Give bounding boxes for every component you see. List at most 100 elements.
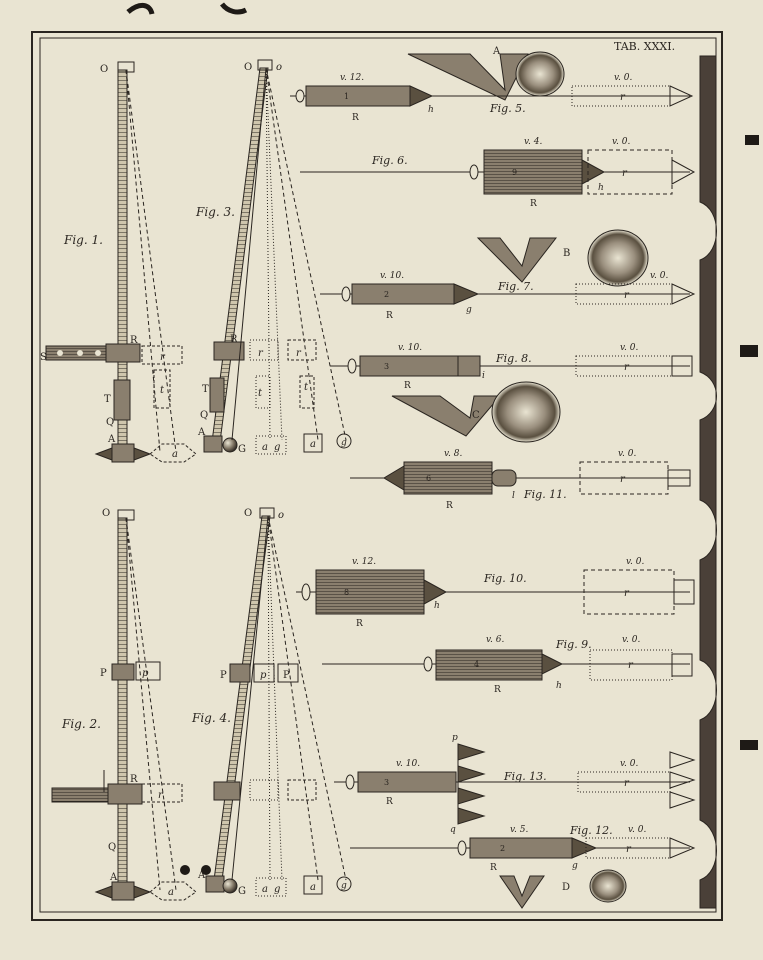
label-P: P [283, 670, 290, 681]
label-G: G [238, 444, 246, 455]
wave-label-C: C [472, 410, 480, 421]
fig-1-apparatus [45, 61, 197, 463]
label-r: r [624, 778, 630, 789]
label-r: r [620, 474, 626, 485]
fig-2-apparatus [51, 509, 211, 901]
binding-mark [745, 135, 759, 145]
label-A: A [197, 870, 206, 881]
cylinder-number: 8 [344, 588, 349, 597]
label-g: g [274, 884, 280, 895]
label-r: r [626, 844, 632, 855]
fig-9-cylinder [322, 649, 693, 681]
fig-12-cylinder [350, 837, 696, 859]
fig-9-label: Fig. 9. [555, 638, 592, 651]
label-t: t [304, 382, 309, 393]
label-r: r [624, 290, 630, 301]
cylinder-number: 9 [512, 168, 517, 177]
end-letter: q [450, 825, 456, 835]
label-O: O [244, 508, 252, 519]
fig-8-label: Fig. 8. [495, 352, 532, 365]
label-R: R [530, 199, 537, 209]
label-r: r [160, 352, 166, 363]
binding-mark [740, 740, 758, 750]
fig-5-label: Fig. 5. [489, 102, 526, 115]
label-R: R [386, 311, 393, 321]
label-p: p [260, 670, 267, 681]
label-A: A [109, 872, 118, 883]
velocity-label: v. 0. [622, 635, 640, 645]
cylinder-number: 2 [384, 290, 389, 299]
velocity-label: v. 0. [612, 137, 630, 147]
binding-mark [740, 345, 758, 357]
label-p: p [142, 668, 149, 679]
label-r: r [624, 588, 630, 599]
label-o: o [278, 510, 284, 521]
label-R: R [490, 863, 497, 873]
label-O: O [102, 508, 110, 519]
label-T: T [104, 394, 111, 405]
end-letter: h [428, 105, 434, 115]
label-R: R [446, 501, 453, 511]
fig-2-label: Fig. 2. [61, 717, 101, 731]
end-letter: i [482, 371, 485, 381]
wave-label-B: B [563, 248, 570, 259]
fig-10-label: Fig. 10. [483, 572, 527, 585]
label-a: a [262, 884, 268, 895]
label-R: R [356, 619, 363, 629]
fig-1-label: Fig. 1. [63, 233, 103, 247]
end-letter: h [556, 681, 562, 691]
label-r: r [258, 348, 264, 359]
velocity-label: v. 12. [340, 73, 364, 83]
velocity-label: v. 0. [614, 73, 632, 83]
label-a: a [310, 882, 316, 893]
plate-outer-frame [31, 31, 723, 921]
velocity-label: v. 0. [620, 343, 638, 353]
end-letter: p [452, 733, 458, 743]
label-a: a [172, 449, 178, 460]
velocity-label: v. 0. [628, 825, 646, 835]
label-Q: Q [106, 417, 114, 428]
end-letter: h [598, 183, 604, 193]
label-Q: Q [200, 410, 208, 421]
fig-6-cylinder [300, 149, 696, 195]
end-letter: g [466, 305, 472, 315]
fig-3-apparatus [203, 59, 352, 455]
fig-12-label: Fig. 12. [569, 824, 613, 837]
label-R: R [230, 334, 238, 345]
label-O: O [100, 64, 108, 75]
label-o: o [276, 62, 282, 73]
fig-5-cylinder [290, 85, 694, 107]
fig-13-label: Fig. 13. [503, 770, 547, 783]
label-Q: Q [108, 842, 116, 853]
velocity-label: v. 4. [524, 137, 542, 147]
label-A: A [197, 427, 206, 438]
label-r: r [296, 348, 302, 359]
fig-11-cylinder [350, 461, 691, 495]
thumb-tab-strip [699, 55, 717, 909]
velocity-label: v. 12. [352, 557, 376, 567]
velocity-label: v. 0. [618, 449, 636, 459]
label-r: r [620, 92, 626, 103]
label-g: g [274, 442, 280, 453]
cylinder-number: 3 [384, 778, 389, 787]
label-R: R [130, 774, 138, 785]
wave-diagram-C [391, 381, 561, 443]
velocity-label: v. 0. [626, 557, 644, 567]
label-a: a [310, 439, 316, 450]
velocity-label: v. 10. [398, 343, 422, 353]
label-r: r [628, 660, 634, 671]
plate-title: TAB. XXXI. [614, 40, 675, 53]
velocity-label: v. 10. [396, 759, 420, 769]
fig-10-cylinder [296, 569, 695, 615]
label-R: R [494, 685, 501, 695]
binding-mark [126, 2, 248, 15]
velocity-label: v. 8. [444, 449, 462, 459]
fig-7-cylinder [320, 283, 696, 305]
label-G: G [238, 886, 246, 897]
fig-7-label: Fig. 7. [497, 280, 534, 293]
velocity-label: v. 5. [510, 825, 528, 835]
label-P: P [100, 668, 107, 679]
label-R: R [130, 335, 138, 346]
